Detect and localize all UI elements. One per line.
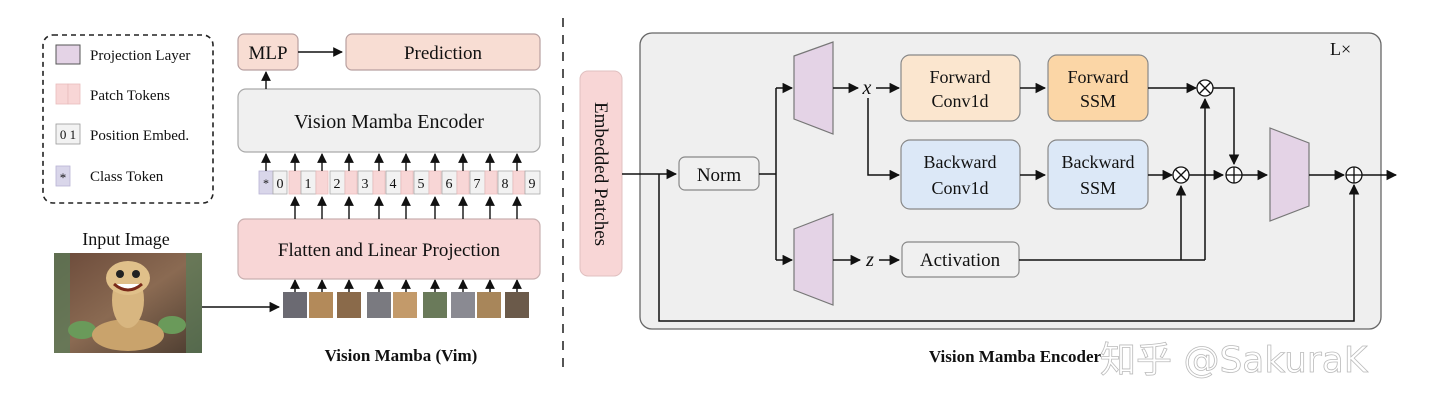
prediction-label: Prediction: [404, 43, 483, 64]
position-embed-2: 2: [334, 177, 341, 192]
flatten-projection-box: [237, 218, 541, 280]
x-projection-layer: [793, 41, 834, 135]
vim-encoder-box: [237, 88, 541, 153]
mlp-label: MLP: [248, 43, 287, 64]
forward-conv1d-line2: Conv1d: [931, 91, 988, 111]
position-embed-9: 9: [529, 177, 536, 192]
flatten-to-token-arrows: [290, 196, 522, 219]
activation-label: Activation: [920, 250, 1001, 271]
patch-to-flatten-arrows: [290, 279, 522, 292]
legend-class-label: Class Token: [90, 169, 164, 185]
patch-strip: [283, 292, 529, 318]
z-projection-layer: [793, 213, 834, 306]
input-image: [54, 253, 202, 353]
embedded-patches-label: Embedded Patches: [590, 102, 611, 246]
backward-conv1d-line2: Conv1d: [931, 178, 988, 198]
class-token-symbol: *: [263, 176, 269, 190]
legend-patch-swatch-1: [55, 83, 69, 105]
token-row: * 0 1 2 3 4 5 6 7 8 9: [258, 170, 541, 195]
position-embed-7: 7: [474, 177, 481, 192]
legend: Projection Layer Patch Tokens 0 1 Positi…: [42, 34, 214, 204]
position-embed-1: 1: [305, 177, 312, 192]
backward-conv1d-line1: Backward: [924, 152, 997, 172]
position-embed-3: 3: [362, 177, 369, 192]
encoder-title: Vision Mamba Encoder: [929, 347, 1102, 366]
position-embed-0: 0: [277, 177, 284, 192]
output-projection-layer: [1269, 127, 1310, 222]
position-embed-6: 6: [446, 177, 453, 192]
backward-multiply-node: [1172, 166, 1190, 184]
backward-ssm-box: [1047, 139, 1149, 210]
position-embed-8: 8: [502, 177, 509, 192]
backward-conv1d-box: [900, 139, 1021, 210]
position-embed-5: 5: [418, 177, 425, 192]
norm-label: Norm: [697, 165, 742, 186]
token-to-encoder-arrows: [261, 153, 522, 171]
forward-conv1d-line1: Forward: [930, 67, 991, 87]
input-image-label: Input Image: [82, 229, 169, 249]
residual-add-node: [1345, 166, 1363, 184]
legend-projection-label: Projection Layer: [90, 48, 190, 64]
prediction-box: [345, 33, 541, 71]
legend-class-swatch: [55, 165, 71, 187]
backward-ssm-line1: Backward: [1062, 152, 1135, 172]
position-embed-4: 4: [390, 177, 397, 192]
legend-class-symbol: *: [60, 170, 67, 185]
watermark: 知乎 @SakuraK: [1100, 340, 1369, 381]
layer-repeat-label: L×: [1330, 39, 1351, 59]
forward-ssm-line1: Forward: [1068, 67, 1129, 87]
legend-position-label: Position Embed.: [90, 128, 189, 144]
vim-encoder-label: Vision Mamba Encoder: [294, 111, 484, 133]
branch-add-node: [1225, 166, 1243, 184]
legend-position-swatch: [55, 123, 81, 145]
legend-projection-swatch: [55, 44, 81, 65]
forward-conv1d-box: [900, 54, 1021, 122]
flatten-projection-label: Flatten and Linear Projection: [278, 240, 501, 261]
forward-ssm-line2: SSM: [1080, 91, 1116, 111]
backward-ssm-line2: SSM: [1080, 178, 1116, 198]
x-label: x: [862, 77, 872, 99]
legend-position-digits: 0 1: [60, 127, 76, 142]
z-label: z: [865, 249, 874, 271]
forward-multiply-node: [1196, 79, 1214, 97]
forward-ssm-box: [1047, 54, 1149, 122]
legend-patch-swatch-2: [67, 83, 81, 105]
legend-patch-label: Patch Tokens: [90, 88, 170, 104]
vim-title: Vision Mamba (Vim): [325, 346, 478, 365]
